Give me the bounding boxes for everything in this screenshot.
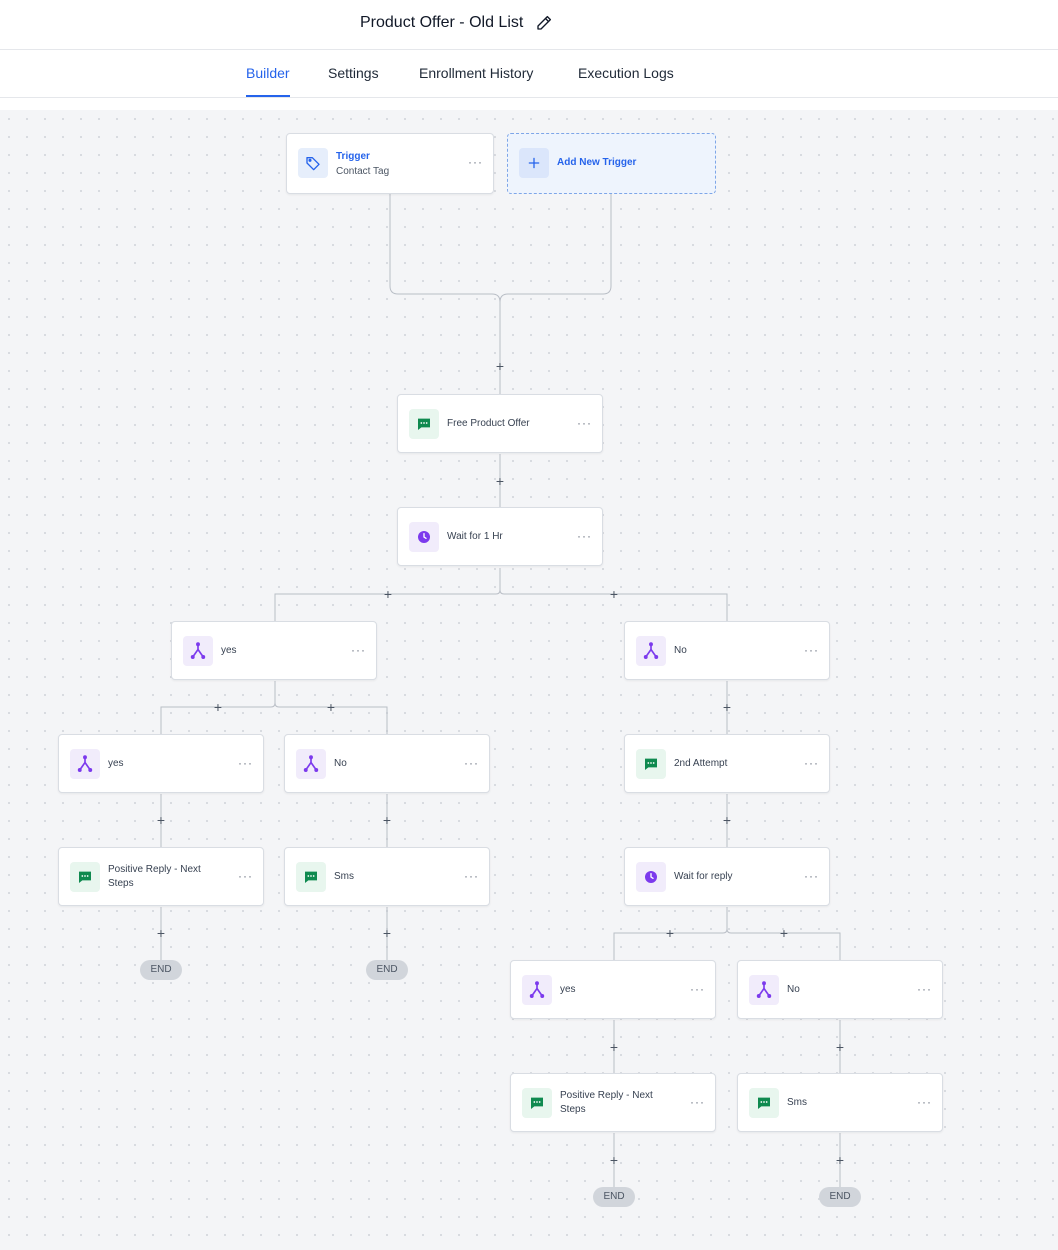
message-icon: [522, 1088, 552, 1118]
more-menu-icon[interactable]: ···: [577, 529, 592, 543]
trigger-node[interactable]: Trigger Contact Tag ···: [286, 133, 494, 194]
split-icon: [749, 975, 779, 1005]
node-positive-reply-1[interactable]: Positive Reply - Next Steps ···: [58, 847, 264, 906]
split-icon: [296, 749, 326, 779]
split-icon: [636, 636, 666, 666]
tab-bar: Builder Settings Enrollment History Exec…: [0, 50, 1058, 98]
node-label: Wait for 1 Hr: [447, 530, 503, 542]
more-menu-icon[interactable]: ···: [690, 1095, 705, 1109]
more-menu-icon[interactable]: ···: [804, 756, 819, 770]
node-label: Free Product Offer: [447, 417, 530, 429]
more-menu-icon[interactable]: ···: [804, 643, 819, 657]
plus-icon: [519, 148, 549, 178]
more-menu-icon[interactable]: ···: [464, 756, 479, 770]
more-menu-icon[interactable]: ···: [804, 869, 819, 883]
node-branch-no-yes[interactable]: yes ···: [510, 960, 716, 1019]
tab-settings[interactable]: Settings: [328, 65, 379, 81]
more-menu-icon[interactable]: ···: [351, 643, 366, 657]
add-step-button[interactable]: +: [383, 586, 393, 602]
end-marker: END: [819, 1187, 861, 1207]
trigger-title: Trigger: [336, 151, 370, 162]
node-sms-2[interactable]: Sms ···: [737, 1073, 943, 1132]
add-step-button[interactable]: +: [495, 358, 505, 374]
node-label: yes: [221, 644, 237, 656]
add-step-button[interactable]: +: [779, 925, 789, 941]
add-step-button[interactable]: +: [835, 1152, 845, 1168]
tab-enrollment-history[interactable]: Enrollment History: [419, 65, 534, 81]
end-marker: END: [366, 960, 408, 980]
add-new-trigger-label: Add New Trigger: [557, 157, 637, 168]
node-branch-no-no[interactable]: No ···: [737, 960, 943, 1019]
node-branch-yes-yes[interactable]: yes ···: [58, 734, 264, 793]
end-marker: END: [593, 1187, 635, 1207]
node-label: yes: [108, 757, 124, 769]
workflow-title: Product Offer - Old List: [360, 14, 524, 31]
message-icon: [409, 409, 439, 439]
node-2nd-attempt[interactable]: 2nd Attempt ···: [624, 734, 830, 793]
node-positive-reply-2[interactable]: Positive Reply - Next Steps ···: [510, 1073, 716, 1132]
split-icon: [522, 975, 552, 1005]
add-step-button[interactable]: +: [835, 1039, 845, 1055]
more-menu-icon[interactable]: ···: [577, 416, 592, 430]
add-step-button[interactable]: +: [156, 925, 166, 941]
add-step-button[interactable]: +: [609, 1039, 619, 1055]
node-free-product-offer[interactable]: Free Product Offer ···: [397, 394, 603, 453]
node-label: Wait for reply: [674, 870, 733, 882]
add-step-button[interactable]: +: [665, 925, 675, 941]
more-menu-icon[interactable]: ···: [917, 982, 932, 996]
tab-execution-logs[interactable]: Execution Logs: [578, 65, 674, 81]
more-menu-icon[interactable]: ···: [917, 1095, 932, 1109]
node-label: 2nd Attempt: [674, 757, 728, 769]
add-step-button[interactable]: +: [609, 1152, 619, 1168]
node-label: No: [787, 983, 800, 995]
node-wait-1-hr[interactable]: Wait for 1 Hr ···: [397, 507, 603, 566]
add-step-button[interactable]: +: [156, 812, 166, 828]
node-label: Positive Reply - Next Steps: [108, 863, 201, 889]
add-step-button[interactable]: +: [382, 812, 392, 828]
more-menu-icon[interactable]: ···: [468, 155, 483, 169]
add-step-button[interactable]: +: [722, 812, 732, 828]
pencil-icon[interactable]: [535, 14, 553, 32]
node-branch-yes[interactable]: yes ···: [171, 621, 377, 680]
more-menu-icon[interactable]: ···: [238, 869, 253, 883]
top-header: Product Offer - Old List: [0, 0, 1058, 50]
message-icon: [70, 862, 100, 892]
node-label: Sms: [787, 1096, 807, 1108]
message-icon: [749, 1088, 779, 1118]
node-label: Sms: [334, 870, 354, 882]
clock-icon: [636, 862, 666, 892]
message-icon: [296, 862, 326, 892]
node-label: yes: [560, 983, 576, 995]
title-wrap: Product Offer - Old List: [360, 12, 553, 34]
split-icon: [70, 749, 100, 779]
node-label: No: [674, 644, 687, 656]
clock-icon: [409, 522, 439, 552]
node-label: No: [334, 757, 347, 769]
trigger-subtitle: Contact Tag: [336, 166, 390, 177]
tab-builder[interactable]: Builder: [246, 65, 290, 97]
split-icon: [183, 636, 213, 666]
add-new-trigger-button[interactable]: Add New Trigger: [507, 133, 716, 194]
end-marker: END: [140, 960, 182, 980]
node-wait-for-reply[interactable]: Wait for reply ···: [624, 847, 830, 906]
add-step-button[interactable]: +: [326, 699, 336, 715]
node-branch-yes-no[interactable]: No ···: [284, 734, 490, 793]
add-step-button[interactable]: +: [495, 473, 505, 489]
add-step-button[interactable]: +: [722, 699, 732, 715]
more-menu-icon[interactable]: ···: [238, 756, 253, 770]
add-step-button[interactable]: +: [382, 925, 392, 941]
node-sms-1[interactable]: Sms ···: [284, 847, 490, 906]
add-step-button[interactable]: +: [213, 699, 223, 715]
more-menu-icon[interactable]: ···: [464, 869, 479, 883]
node-branch-no[interactable]: No ···: [624, 621, 830, 680]
message-icon: [636, 749, 666, 779]
add-step-button[interactable]: +: [609, 586, 619, 602]
tag-icon: [298, 148, 328, 178]
node-label: Positive Reply - Next Steps: [560, 1089, 653, 1115]
more-menu-icon[interactable]: ···: [690, 982, 705, 996]
